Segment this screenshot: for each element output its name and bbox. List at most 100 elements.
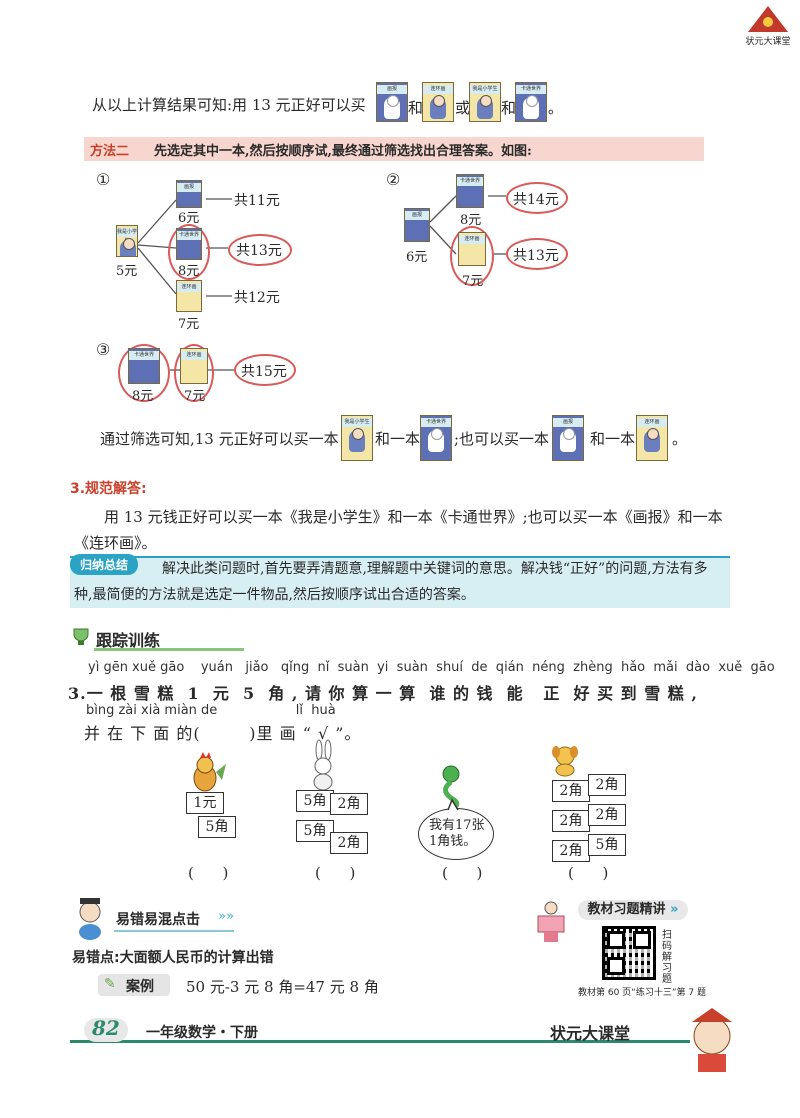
snake-speech-bubble: 我有17张 1角钱。 bbox=[418, 808, 494, 860]
dog-note-4: 2角 bbox=[588, 804, 626, 826]
corner-logo-text: 状元大课堂 bbox=[745, 37, 791, 47]
chicken-icon bbox=[193, 752, 226, 792]
corner-logo: 状元大课堂 bbox=[740, 4, 796, 48]
answer-paren-dog[interactable]: ( ) bbox=[568, 864, 609, 882]
answer-paren-chicken[interactable]: ( ) bbox=[188, 864, 229, 882]
diagram3-circle-total bbox=[234, 354, 296, 386]
book-katong: 卡通世界 bbox=[515, 82, 547, 122]
filter-end: 。 bbox=[672, 430, 688, 448]
method2-text: 先选定其中一本,然后按顺序试,最终通过筛选找出合理答案。如图: bbox=[154, 144, 532, 159]
diagram1-book-huabao: 画报 bbox=[176, 180, 202, 208]
chicken-note-1: 1元 bbox=[186, 792, 224, 814]
qr-code[interactable] bbox=[602, 926, 656, 980]
method2-banner: 方法二 先选定其中一本,然后按顺序试,最终通过筛选找出合理答案。如图: bbox=[84, 137, 704, 161]
diagram2-price-2: 7元 bbox=[462, 274, 484, 289]
diagram1-root-book: 我是小学生 bbox=[116, 225, 138, 257]
practice-line-2: 并 在 下 面 的( )里 画 “ √ ”。 bbox=[84, 724, 362, 743]
filter-book-huabao: 画报 bbox=[552, 415, 584, 461]
diagram2-circle-book bbox=[450, 226, 494, 286]
summary-text: 解决此类问题时,首先要弄清题意,理解题中关键词的意思。解决钱“正好”的问题,方法… bbox=[74, 561, 708, 603]
book-huabao-blue: 画报 bbox=[376, 82, 408, 122]
diagram3-total: 共15元 bbox=[241, 364, 287, 380]
filter-and-2: 和一本 bbox=[590, 430, 636, 448]
book-lianhuanhua: 连环画 bbox=[422, 82, 454, 122]
section3-heading: 3.规范解答: bbox=[70, 481, 147, 497]
dog-icon bbox=[552, 746, 578, 777]
filter-book-lianhuanhua: 连环画 bbox=[636, 415, 668, 461]
footer-subject: 一年级数学・下册 bbox=[146, 1025, 258, 1041]
answer-paren-snake[interactable]: ( ) bbox=[442, 864, 483, 882]
dog-note-6: 5角 bbox=[588, 834, 626, 856]
dog-note-5: 2角 bbox=[552, 840, 590, 862]
diagram3-book-lianhuanhua: 连环画 bbox=[180, 348, 208, 384]
answer-paren-rabbit[interactable]: ( ) bbox=[315, 864, 356, 882]
textbook-title-text: 教材习题精讲 bbox=[587, 902, 666, 917]
practice-pinyin-2: bìng zài xià miàn de lǐ huà bbox=[86, 703, 336, 718]
footer-brand: 状元大课堂 bbox=[550, 1024, 631, 1043]
practice-underline bbox=[94, 648, 244, 651]
diagram1-price-3: 7元 bbox=[178, 317, 200, 332]
chicken-note-2: 5角 bbox=[198, 816, 236, 838]
errors-underline bbox=[114, 930, 234, 932]
rabbit-note-4: 2角 bbox=[330, 832, 368, 854]
trophy-icon bbox=[73, 628, 89, 645]
intro-end: 。 bbox=[548, 99, 564, 117]
practice-line-1: 3.一 根 雪 糕 1 元 5 角 , 请 你 算 一 算 谁 的 钱 能 正 … bbox=[68, 684, 698, 703]
diagram1-price-2: 8元 bbox=[178, 264, 200, 279]
textbook-ref: 教材第 60 页“练习十三”第 7 题 bbox=[578, 988, 706, 998]
pencil-icon: ✎ bbox=[104, 976, 116, 992]
scholar-mascot-icon bbox=[692, 1008, 732, 1072]
textbook-arrows: » bbox=[670, 902, 679, 917]
filter-text-1: 通过筛选可知,13 元正好可以买一本 bbox=[100, 430, 339, 448]
practice-title: 跟踪训练 bbox=[96, 631, 161, 650]
practice-header: 跟踪训练 bbox=[70, 626, 250, 652]
book-xiaoxuesheng: 我是小学生 bbox=[469, 82, 501, 122]
diagram3-circle-right bbox=[174, 344, 214, 402]
errors-title: 易错易混点击 bbox=[116, 912, 200, 928]
diagram2-total-2: 共13元 bbox=[513, 248, 559, 264]
diagram1-root-price: 5元 bbox=[116, 264, 138, 279]
case-text: 50 元-3 元 8 角=47 元 8 角 bbox=[186, 978, 379, 996]
diagram2-circle-total-1 bbox=[506, 182, 568, 214]
diagram2-total-1: 共14元 bbox=[513, 192, 559, 208]
diagram2-number: ② bbox=[386, 170, 401, 189]
diagram1-circle-katong bbox=[168, 224, 210, 280]
rabbit-note-2: 2角 bbox=[330, 793, 368, 815]
textbook-title: 教材习题精讲 » bbox=[578, 900, 688, 920]
filter-mid: ;也可以买一本 bbox=[454, 430, 550, 448]
diagram2-book-katong: 卡通世界 bbox=[456, 174, 484, 208]
summary-box: 归纳总结 bbox=[70, 554, 730, 608]
filter-and-1: 和一本 bbox=[375, 430, 421, 448]
rabbit-icon bbox=[313, 739, 333, 791]
intro-text: 从以上计算结果可知:用 13 元正好可以买 bbox=[92, 96, 366, 114]
diagram2-price-1: 8元 bbox=[460, 213, 482, 228]
diagram1-total-3: 共12元 bbox=[234, 290, 280, 306]
diagram3-right-price: 7元 bbox=[184, 389, 206, 404]
diagram2-root-price: 6元 bbox=[406, 250, 428, 265]
practice-pinyin-1: yì gēn xuě gāo yuán jiǎo qǐng nǐ suàn yi… bbox=[88, 660, 775, 675]
case-label: 案例 bbox=[126, 979, 154, 995]
mountain-logo-icon bbox=[748, 6, 788, 32]
reading-kid-icon bbox=[537, 901, 565, 942]
dog-note-2: 2角 bbox=[588, 774, 626, 796]
section3-text: 用 13 元钱正好可以买一本《我是小学生》和一本《卡通世界》;也可以买一本《画报… bbox=[74, 508, 723, 552]
qr-corner-2 bbox=[633, 931, 651, 949]
footer-page-badge bbox=[84, 1018, 128, 1042]
errors-title-arrows: »» bbox=[218, 909, 234, 924]
case-badge: ✎ 案例 bbox=[98, 974, 170, 996]
intro-and1: 和 bbox=[408, 99, 424, 117]
diagram1-circle-total bbox=[228, 234, 292, 266]
qr-side-label: 扫码解习题 bbox=[662, 930, 672, 985]
footer-bar bbox=[70, 1040, 690, 1043]
errors-point: 易错点:大面额人民币的计算出错 bbox=[72, 950, 274, 966]
qr-corner-3 bbox=[607, 957, 625, 975]
diagram1-book-lianhuanhua: 连环画 bbox=[176, 280, 202, 312]
filter-book-katong: 卡通世界 bbox=[420, 415, 452, 461]
intro-or: 或 bbox=[455, 99, 471, 117]
qr-corner-1 bbox=[607, 931, 625, 949]
